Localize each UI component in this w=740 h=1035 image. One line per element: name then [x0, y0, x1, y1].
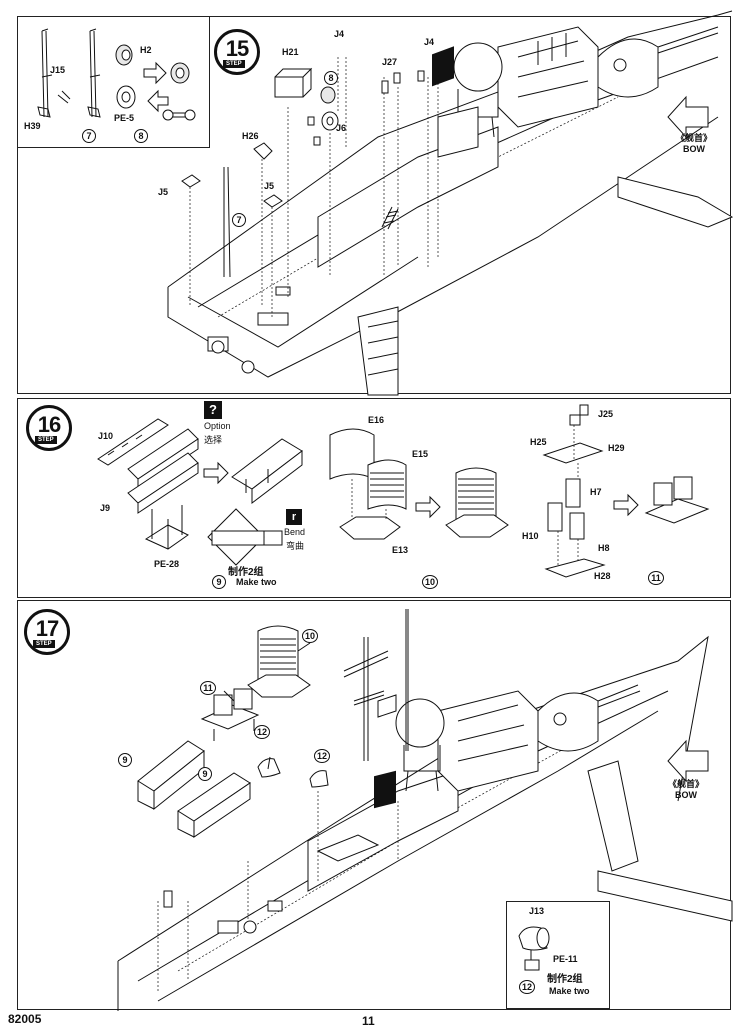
label-h39: H39 — [24, 121, 41, 131]
bow-en: BOW — [675, 790, 697, 800]
sub-step-7-callout: 7 — [82, 129, 96, 143]
step-16-badge: 16 STEP — [26, 405, 72, 451]
label-j4-left: J4 — [334, 29, 345, 39]
step-word: STEP — [223, 60, 245, 68]
label-j9: J9 — [100, 503, 111, 513]
ship-hull-drawing-step17 — [117, 609, 733, 1011]
step-word: STEP — [33, 640, 55, 648]
make-two-en: Make two — [236, 577, 277, 587]
step-17-panel: 17 STEP — [17, 600, 733, 1011]
step-number: 16 — [37, 412, 61, 437]
catalog-number: 82005 — [8, 1012, 42, 1026]
option-icon: ? — [204, 401, 222, 419]
callout-8: 8 — [324, 71, 338, 85]
label-j10: J10 — [98, 431, 114, 441]
label-j4-right: J4 — [424, 37, 435, 47]
inset-parts-drawing — [37, 28, 196, 121]
step-16-panel: 16 STEP ? Option 选择 r Bend 弯曲 — [17, 398, 731, 598]
label-j15: J15 — [50, 65, 66, 75]
option-cn-label: 选择 — [204, 435, 223, 445]
label-pe28: PE-28 — [154, 559, 180, 569]
option-label: Option — [204, 421, 231, 431]
bow-label: 《舰首》 BOW — [668, 779, 704, 801]
bend-icon: r — [286, 509, 302, 525]
label-h7: H7 — [590, 487, 602, 497]
sub-step-10-callout: 10 — [422, 575, 438, 589]
bend-cn-label: 弯曲 — [286, 541, 305, 551]
label-h2: H2 — [140, 45, 152, 55]
label-e15: E15 — [412, 449, 429, 459]
label-j25: J25 — [598, 409, 614, 419]
label-h25: H25 — [530, 437, 547, 447]
step-number: 15 — [225, 36, 249, 61]
label-h28: H28 — [594, 571, 611, 581]
callout-12-right: 12 — [314, 749, 330, 763]
step-15-panel: J15 H39 H2 PE-5 7 8 15 STEP — [17, 10, 734, 396]
label-h21: H21 — [282, 47, 299, 57]
step-number: 17 — [35, 616, 59, 641]
callout-9-right: 9 — [198, 767, 212, 781]
callout-11: 11 — [200, 681, 216, 695]
step-17-inset: J13 PE-11 制作2组 Make two 12 — [506, 901, 610, 1009]
label-j6: J6 — [336, 123, 347, 133]
label-e13: E13 — [392, 545, 409, 555]
step-15-sub-inset: J15 H39 H2 PE-5 7 8 — [17, 16, 210, 148]
label-h29: H29 — [608, 443, 625, 453]
step-17-badge: 17 STEP — [24, 609, 70, 655]
label-j5-left: J5 — [158, 187, 169, 197]
bow-label: 《舰首》 BOW — [676, 133, 712, 155]
label-h26: H26 — [242, 131, 259, 141]
callout-12-left: 12 — [254, 725, 270, 739]
sub-step-8-callout: 8 — [134, 129, 148, 143]
callout-10: 10 — [302, 629, 318, 643]
bow-cn: 《舰首》 — [676, 133, 713, 143]
bow-en: BOW — [683, 144, 705, 154]
page-number: 11 — [362, 1014, 375, 1028]
inset-searchlight-drawing — [518, 926, 550, 971]
sub-step-9-callout: 9 — [212, 575, 226, 589]
step-word: STEP — [35, 436, 57, 444]
label-j13: J13 — [529, 906, 545, 916]
label-pe5: PE-5 — [114, 113, 135, 123]
label-j5-right: J5 — [264, 181, 275, 191]
step-15-badge: 15 STEP — [214, 29, 260, 75]
callout-7: 7 — [232, 213, 246, 227]
label-pe11: PE-11 — [553, 954, 578, 964]
label-j27: J27 — [382, 57, 398, 67]
bow-cn: 《舰首》 — [668, 779, 705, 789]
bend-label: Bend — [284, 527, 306, 537]
label-h8: H8 — [598, 543, 610, 553]
sub-step-11-callout: 11 — [648, 571, 664, 585]
make-two-en: Make two — [549, 986, 590, 996]
ship-hull-drawing-step15 — [167, 10, 734, 396]
make-two-cn: 制作2组 — [547, 974, 583, 985]
label-e16: E16 — [368, 415, 385, 425]
step16-parts-drawing — [97, 404, 710, 578]
label-h10: H10 — [522, 531, 539, 541]
make-two-cn: 制作2组 — [228, 567, 264, 578]
sub-step-12-callout: 12 — [519, 980, 535, 994]
callout-9-left: 9 — [118, 753, 132, 767]
